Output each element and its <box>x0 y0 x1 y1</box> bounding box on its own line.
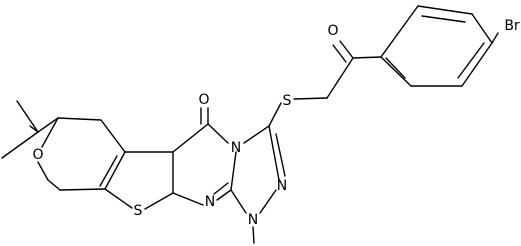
bond <box>457 42 485 79</box>
bond <box>41 117 59 148</box>
bond <box>144 192 174 210</box>
bond <box>380 56 412 87</box>
bond <box>230 189 247 214</box>
atom-label-triazole-nitrogen-2: N <box>277 178 287 194</box>
atom-label-bromine: Br <box>504 18 520 34</box>
bond <box>59 188 106 191</box>
bond <box>421 15 466 23</box>
bond <box>99 155 118 187</box>
bond <box>268 102 282 127</box>
bond <box>385 57 406 79</box>
atom-label-pyran-oxygen: O <box>32 147 43 163</box>
bond <box>339 40 354 59</box>
atom-labels: O O Br S S O N N N N <box>32 18 519 228</box>
atom-label-thiophene-sulfur: S <box>134 203 143 219</box>
bond <box>213 182 229 195</box>
bond <box>37 161 49 181</box>
bond <box>332 44 347 63</box>
bond <box>352 56 382 59</box>
bond <box>207 123 229 144</box>
bond <box>37 117 59 133</box>
bond <box>230 151 237 191</box>
bond <box>293 97 328 100</box>
bond <box>380 5 419 58</box>
atom-label-ketone-oxygen: O <box>327 23 338 39</box>
bond <box>275 133 286 177</box>
bond <box>104 188 133 209</box>
atom-label-carbonyl-oxygen: O <box>198 92 209 108</box>
atom-label-pyrimidine-nitrogen: N <box>205 194 215 210</box>
bond <box>243 125 270 144</box>
bond <box>104 151 126 190</box>
bonds <box>1 5 499 244</box>
bond <box>16 100 39 133</box>
bond <box>252 226 255 244</box>
bond <box>326 57 354 99</box>
bond <box>216 189 232 201</box>
bond <box>100 119 126 153</box>
bond <box>417 5 473 15</box>
bond <box>47 179 61 191</box>
bond <box>461 42 493 87</box>
atom-label-bridge-nitrogen: N <box>231 140 241 156</box>
atom-label-triazole-nitrogen-1: N <box>248 212 258 228</box>
atom-label-thioether-sulfur: S <box>283 93 292 109</box>
bond <box>57 117 102 121</box>
bond <box>268 125 280 181</box>
bond <box>1 131 39 159</box>
bond <box>259 189 277 214</box>
bond <box>471 13 493 44</box>
bond <box>491 32 499 44</box>
bond <box>172 192 204 206</box>
bond <box>172 123 209 153</box>
